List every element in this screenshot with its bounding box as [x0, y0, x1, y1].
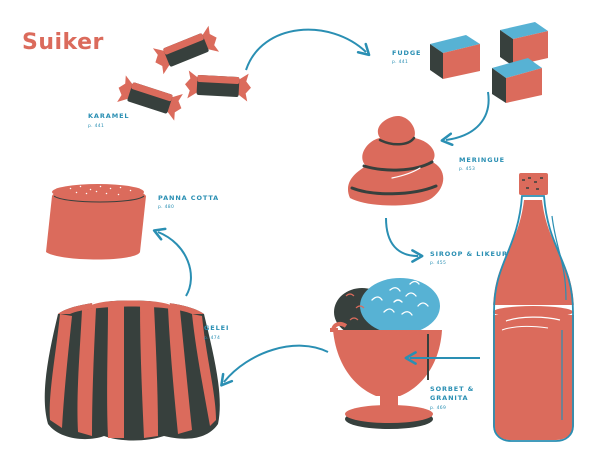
- panna-cotta-illustration: [46, 184, 146, 260]
- karamel-label: KARAMEL: [88, 112, 130, 120]
- meringue-label: MERINGUE: [459, 156, 506, 164]
- fudge-label: FUDGE: [392, 49, 422, 57]
- sorbet-label-line1: SORBET &: [430, 385, 475, 393]
- karamel-page: p. 441: [88, 124, 105, 129]
- siroop-page: p. 455: [430, 261, 447, 266]
- meringue-page: p. 453: [459, 167, 476, 172]
- sorbet-page: p. 469: [430, 406, 447, 411]
- arrow-sorbet-to-gelei: [220, 344, 329, 387]
- sorbet-cup-illustration: [330, 278, 442, 429]
- page-title: Suiker: [22, 30, 104, 55]
- gelei-label: GELEI: [204, 324, 230, 332]
- karamel-candies-illustration: [117, 25, 251, 121]
- arrow-fudge-to-meringue: [440, 91, 490, 147]
- syrup-bottle-illustration: [493, 173, 574, 442]
- gelei-page: p. 474: [204, 336, 221, 341]
- fudge-page: p. 441: [392, 60, 409, 65]
- sorbet-label-line2: GRANITA: [430, 394, 469, 402]
- gelatin-mould-illustration: [44, 298, 220, 441]
- panna-cotta-page: p. 480: [158, 205, 175, 210]
- arrow-gelei-to-panna: [152, 227, 192, 297]
- panna-cotta-label: PANNA COTTA: [158, 194, 220, 202]
- fudge-cubes-illustration: [430, 22, 548, 103]
- meringue-illustration: [347, 116, 444, 206]
- siroop-label: SIROOP & LIKEUR: [430, 250, 508, 258]
- arrow-karamel-to-fudge: [245, 28, 371, 71]
- flow-arrows: [152, 28, 490, 387]
- arrow-meringue-to-siroop: [385, 217, 424, 263]
